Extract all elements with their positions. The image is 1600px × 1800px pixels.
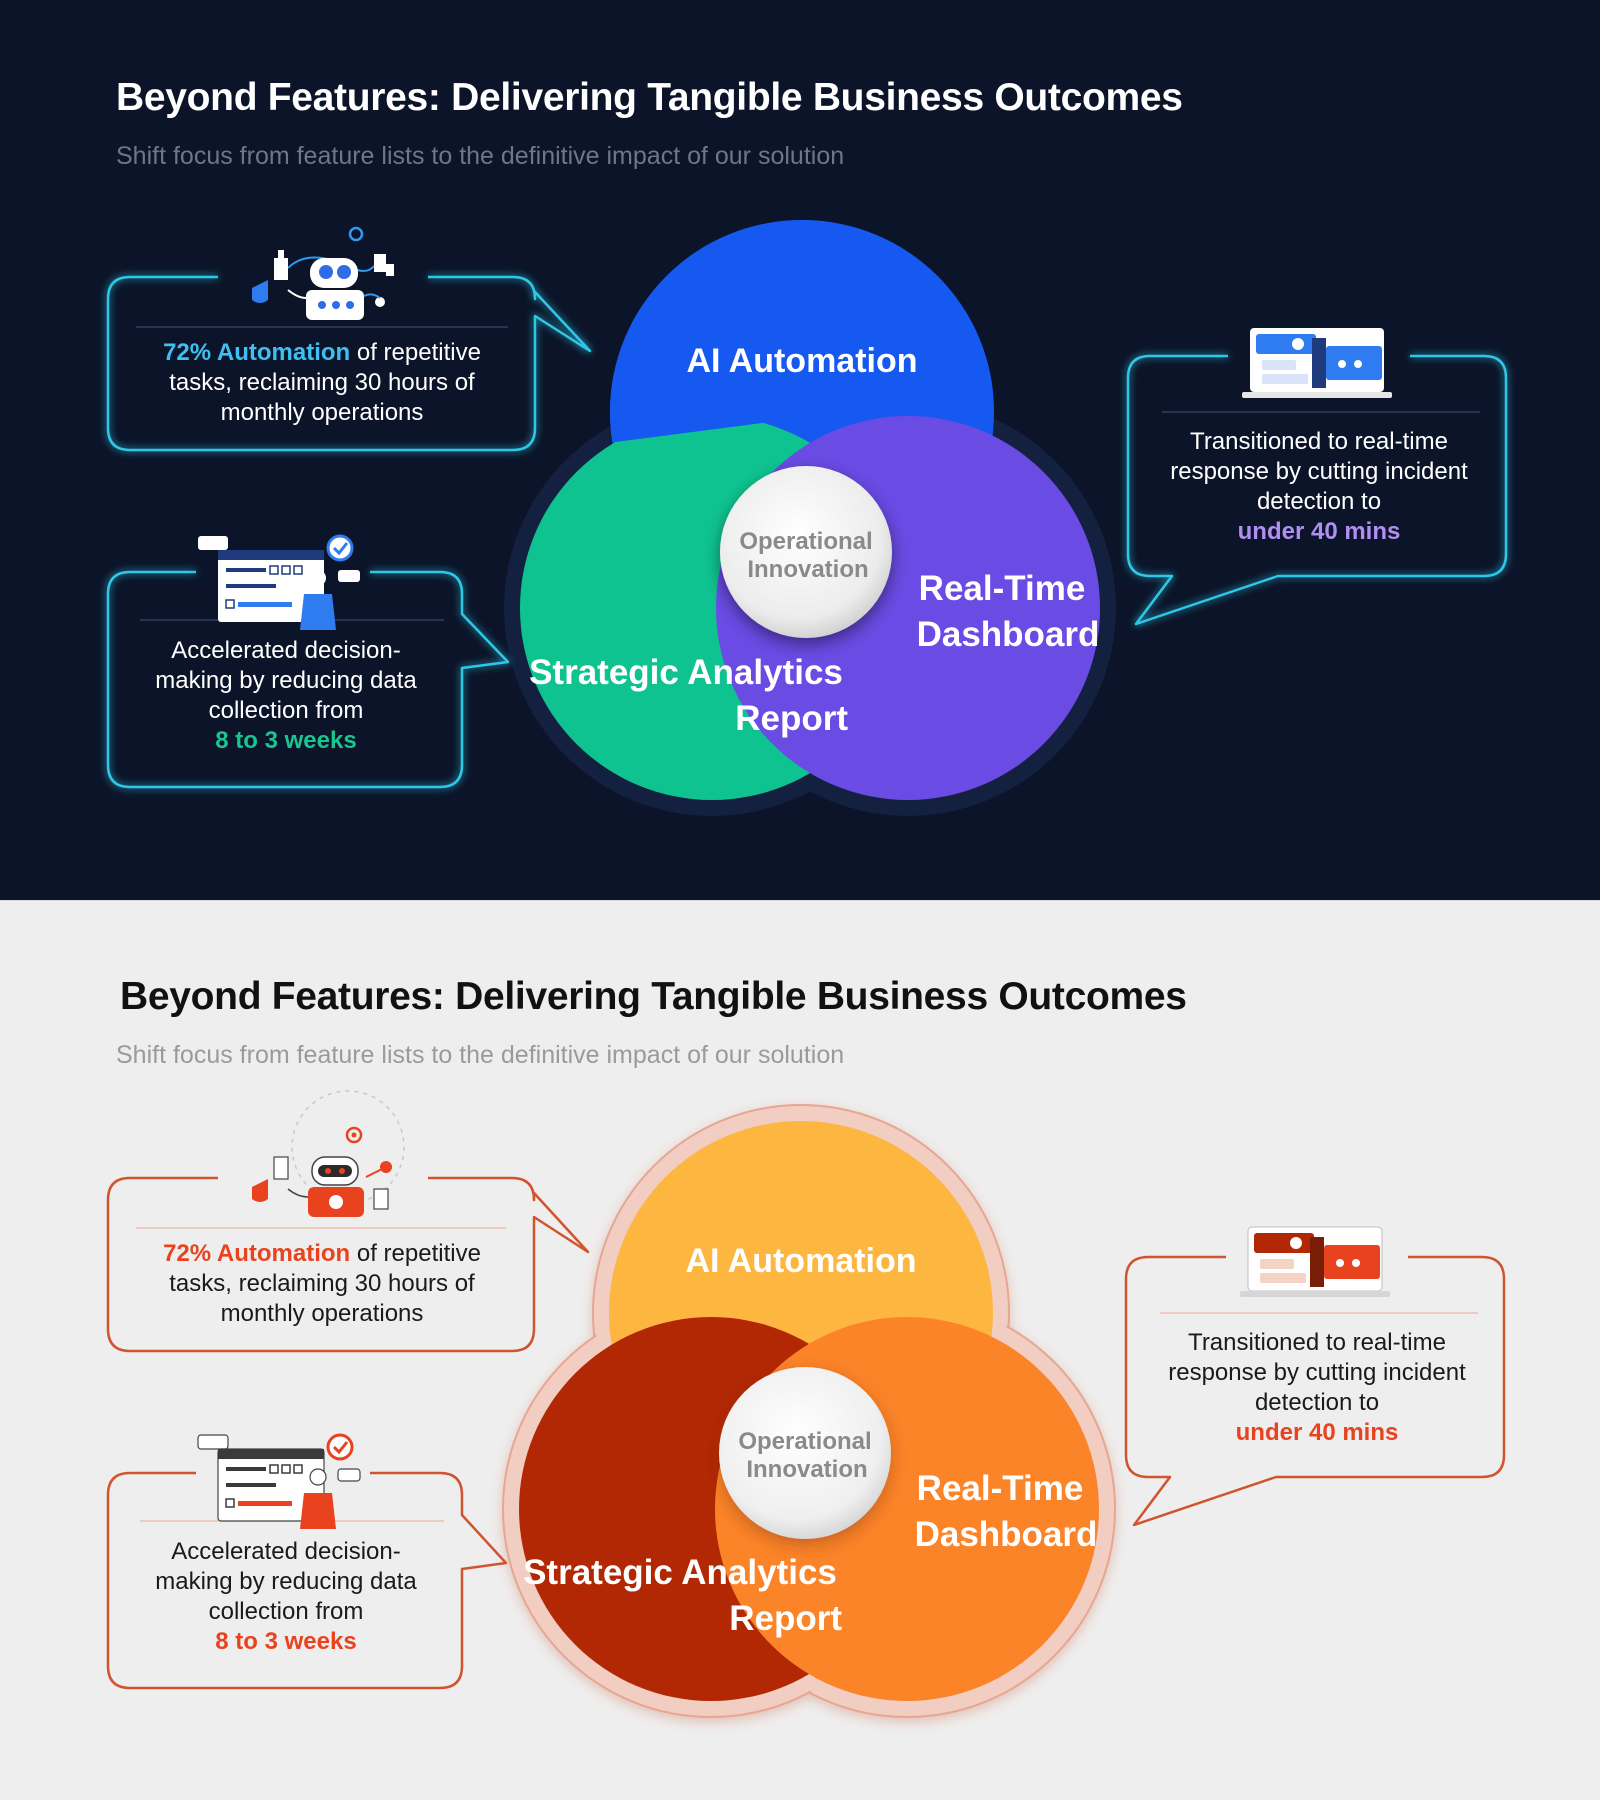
callout-automation-text: 72% Automation of repetitive tasks, recl… xyxy=(132,338,512,428)
callout-analytics-border xyxy=(106,570,510,789)
callout-analytics-text: Accelerated decision-making by reducing … xyxy=(134,1537,438,1657)
venn-center-circle xyxy=(720,466,892,638)
monitor-dashboard-icon xyxy=(1242,328,1392,398)
page-title: Beyond Features: Delivering Tangible Bus… xyxy=(116,76,1183,119)
venn-center-circle xyxy=(719,1367,891,1539)
callout-automation-highlight: 72% Automation xyxy=(163,339,351,366)
monitor-dashboard-icon xyxy=(1240,1226,1390,1297)
callout-analytics-body: Accelerated decision-making by reducing … xyxy=(155,637,417,724)
venn-label-ai-automation: AI Automation xyxy=(685,1242,916,1280)
robot-automation-icon xyxy=(252,226,394,320)
callout-analytics-text: Accelerated decision-making by reducing … xyxy=(134,636,438,756)
callout-dashboard-text: Transitioned to real-time response by cu… xyxy=(1160,1328,1474,1448)
venn-label-analytics-line2: Report xyxy=(729,1599,842,1638)
venn-label-dashboard-line2: Dashboard xyxy=(915,1515,1098,1554)
page-subtitle: Shift focus from feature lists to the de… xyxy=(116,142,845,170)
callout-dashboard-highlight: under 40 mins xyxy=(1235,1419,1399,1446)
venn-center-label-line2: Innovation xyxy=(747,556,868,583)
page-title: Beyond Features: Delivering Tangible Bus… xyxy=(120,975,1187,1018)
callout-automation-border xyxy=(106,275,592,452)
callout-analytics-highlight: 8 to 3 weeks xyxy=(215,727,357,754)
venn-label-dashboard-line1: Real-Time xyxy=(919,569,1086,608)
callout-dashboard-text: Transitioned to real-time response by cu… xyxy=(1162,427,1476,547)
analytics-report-icon xyxy=(198,534,360,630)
callout-automation-highlight: 72% Automation xyxy=(163,1240,351,1267)
panel-divider xyxy=(0,900,1600,901)
callout-automation-text: 72% Automation of repetitive tasks, recl… xyxy=(132,1239,512,1329)
venn-label-analytics-line2: Report xyxy=(735,699,848,738)
callout-dashboard-border xyxy=(1126,354,1508,626)
venn-center-label-line2: Innovation xyxy=(746,1456,867,1483)
callout-dashboard-body: Transitioned to real-time response by cu… xyxy=(1170,428,1468,515)
callout-dashboard-highlight: under 40 mins xyxy=(1237,518,1401,545)
callout-automation-body: of repetitive tasks, reclaiming 30 hours… xyxy=(169,339,481,426)
venn-diagram: AI Automation Real-Time Dashboard Strate… xyxy=(106,220,1508,816)
venn-center-label-line1: Operational xyxy=(739,528,872,555)
light-theme-panel: Beyond Features: Delivering Tangible Bus… xyxy=(0,901,1600,1800)
dark-theme-panel: Beyond Features: Delivering Tangible Bus… xyxy=(0,0,1600,900)
venn-diagram: AI Automation Real-Time Dashboard Strate… xyxy=(106,1090,1506,1718)
callout-dashboard-body: Transitioned to real-time response by cu… xyxy=(1168,1329,1466,1416)
venn-label-ai-automation: AI Automation xyxy=(686,342,917,380)
callout-analytics-body: Accelerated decision-making by reducing … xyxy=(155,1538,417,1625)
venn-label-dashboard-line1: Real-Time xyxy=(917,1469,1084,1508)
callout-analytics-highlight: 8 to 3 weeks xyxy=(215,1628,357,1655)
callout-dashboard-border xyxy=(1124,1255,1506,1527)
venn-label-analytics-line1: Strategic Analytics xyxy=(523,1553,837,1592)
venn-label-analytics-line1: Strategic Analytics xyxy=(529,653,843,692)
robot-automation-icon xyxy=(252,1090,405,1217)
venn-center-label-line1: Operational xyxy=(738,1428,871,1455)
analytics-report-icon xyxy=(197,1433,361,1529)
callout-automation-body: of repetitive tasks, reclaiming 30 hours… xyxy=(169,1240,481,1327)
page-subtitle: Shift focus from feature lists to the de… xyxy=(116,1041,845,1069)
callout-automation-border xyxy=(106,1176,590,1353)
callout-analytics-border xyxy=(106,1471,508,1690)
venn-label-dashboard-line2: Dashboard xyxy=(917,615,1100,654)
